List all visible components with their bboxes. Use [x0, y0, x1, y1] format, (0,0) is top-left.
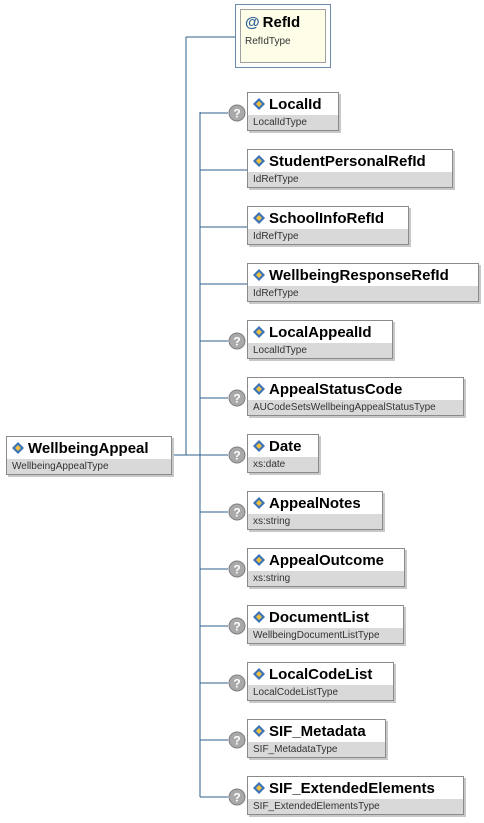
optional-icon: ? [228, 731, 246, 749]
element-icon [253, 440, 265, 452]
element-name: SIF_ExtendedElements [269, 779, 435, 797]
optional-icon: ? [228, 503, 246, 521]
element-type: IdRefType [248, 286, 478, 301]
element-type: IdRefType [248, 172, 452, 187]
attribute-name: RefId [262, 13, 301, 31]
element-icon [253, 98, 265, 110]
element-name: WellbeingResponseRefId [269, 266, 449, 284]
attribute-type: RefIdType [245, 36, 291, 47]
optional-icon: ? [228, 104, 246, 122]
svg-text:?: ? [233, 335, 240, 349]
element-icon [253, 497, 265, 509]
element-type: AUCodeSetsWellbeingAppealStatusType [248, 400, 463, 415]
svg-text:?: ? [233, 677, 240, 691]
element-icon [12, 442, 24, 454]
element-name: AppealStatusCode [269, 380, 403, 398]
svg-text:?: ? [233, 107, 240, 121]
element-name: AppealNotes [269, 494, 361, 512]
svg-text:?: ? [233, 506, 240, 520]
element-icon [253, 611, 265, 623]
element-name: AppealOutcome [269, 551, 385, 569]
element-name: DocumentList [269, 608, 370, 626]
root-element-node[interactable]: WellbeingAppeal WellbeingAppealType [6, 436, 172, 475]
element-type: WellbeingDocumentListType [248, 628, 403, 643]
attribute-icon: @ [245, 13, 260, 31]
optional-icon: ? [228, 560, 246, 578]
element-node[interactable]: Date xs:date [247, 434, 319, 473]
element-name: Date [269, 437, 302, 455]
element-type: SIF_ExtendedElementsType [248, 799, 463, 814]
element-type: xs:string [248, 514, 382, 529]
svg-text:?: ? [233, 620, 240, 634]
element-node[interactable]: AppealNotes xs:string [247, 491, 383, 530]
svg-text:?: ? [233, 734, 240, 748]
element-icon [253, 554, 265, 566]
svg-text:?: ? [233, 791, 240, 805]
element-name: LocalId [269, 95, 322, 113]
root-element-type: WellbeingAppealType [7, 459, 171, 474]
element-icon [253, 326, 265, 338]
element-icon [253, 212, 265, 224]
optional-icon: ? [228, 617, 246, 635]
element-type: IdRefType [248, 229, 408, 244]
optional-icon: ? [228, 674, 246, 692]
element-type: LocalIdType [248, 343, 392, 358]
attribute-node[interactable]: @ RefId RefIdType [235, 4, 331, 68]
element-icon [253, 725, 265, 737]
element-type: xs:string [248, 571, 404, 586]
optional-icon: ? [228, 389, 246, 407]
element-icon [253, 269, 265, 281]
element-name: LocalAppealId [269, 323, 372, 341]
element-name: LocalCodeList [269, 665, 373, 683]
element-icon [253, 668, 265, 680]
element-name: StudentPersonalRefId [269, 152, 426, 170]
element-name: SIF_Metadata [269, 722, 366, 740]
element-node[interactable]: AppealOutcome xs:string [247, 548, 405, 587]
element-type: LocalIdType [248, 115, 338, 130]
svg-text:?: ? [233, 392, 240, 406]
svg-text:?: ? [233, 449, 240, 463]
element-type: LocalCodeListType [248, 685, 393, 700]
svg-text:?: ? [233, 563, 240, 577]
element-icon [253, 782, 265, 794]
element-type: xs:date [248, 457, 318, 472]
root-element-name: WellbeingAppeal [28, 439, 149, 457]
element-icon [253, 155, 265, 167]
element-type: SIF_MetadataType [248, 742, 385, 757]
optional-icon: ? [228, 788, 246, 806]
optional-icon: ? [228, 332, 246, 350]
element-icon [253, 383, 265, 395]
optional-icon: ? [228, 446, 246, 464]
element-name: SchoolInfoRefId [269, 209, 384, 227]
